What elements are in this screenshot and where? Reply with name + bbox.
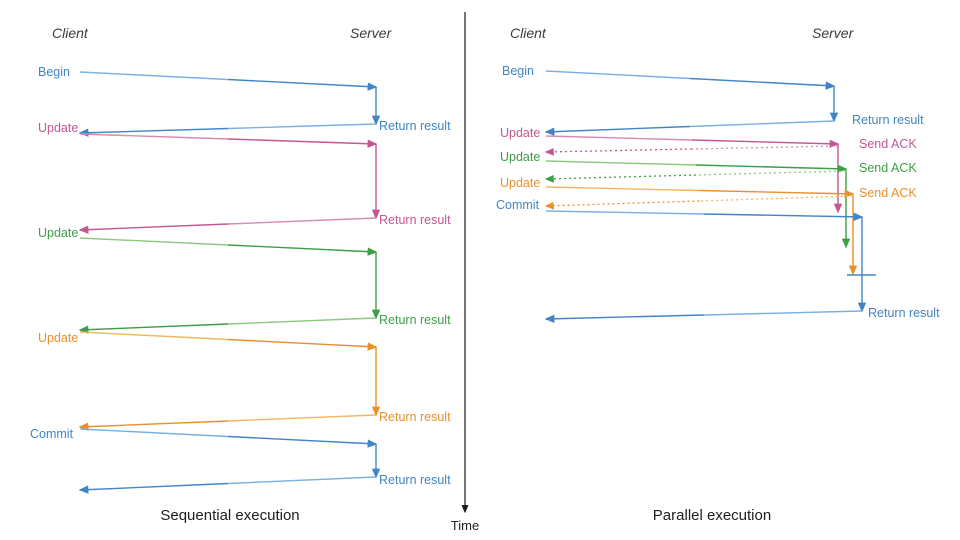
- msg-parallel-commit-response-a: [703, 310, 863, 316]
- msg-sequential-update-1-response-arrow: [78, 223, 229, 234]
- msg-parallel-update-2-request-label: Update: [500, 150, 540, 164]
- msg-sequential-commit-request-label: Commit: [30, 427, 74, 441]
- msg-sequential-begin-response-a: [227, 123, 377, 130]
- msg-sequential-update-1-response-a: [227, 217, 377, 225]
- msg-sequential-begin-request-arrow: [227, 78, 378, 91]
- msg-parallel-commit-response-arrow: [544, 314, 705, 323]
- msg-parallel-commit-response-label: Return result: [868, 306, 940, 320]
- msg-sequential-commit-request-a: [79, 428, 229, 438]
- msg-sequential-update-1-request-a: [79, 133, 229, 140]
- msg-sequential-update-2-response-arrow: [78, 323, 229, 334]
- msg-sequential-update-2-response-a: [227, 317, 377, 325]
- msg-sequential-commit-response-a: [227, 476, 377, 485]
- msg-sequential-update-2-response-label: Return result: [379, 313, 451, 327]
- msg-parallel-begin-response-label: Return result: [852, 113, 924, 127]
- msg-sequential-update-2-request-a: [79, 237, 229, 246]
- msg-parallel-update-1-request-a: [545, 135, 693, 141]
- msg-parallel-update-1-request-label: Update: [500, 126, 540, 140]
- msg-sequential-begin-response-label: Return result: [379, 119, 451, 133]
- actor-label-client-sequential: Client: [52, 25, 89, 41]
- msg-parallel-update-2-ack-arrow: [544, 174, 697, 183]
- msg-sequential-update-1-request-arrow: [227, 138, 378, 148]
- msg-parallel-update-1-ack-a: [691, 145, 839, 150]
- msg-sequential-begin-request-a: [79, 71, 229, 81]
- msg-parallel-begin-request-label: Begin: [502, 64, 534, 78]
- msg-parallel-begin-request-a: [545, 70, 691, 80]
- msg-sequential-update-1-response-label: Return result: [379, 213, 451, 227]
- actor-label-client-parallel: Client: [510, 25, 547, 41]
- actor-label-server-parallel: Server: [812, 25, 855, 41]
- msg-parallel-begin-response-a: [689, 120, 835, 128]
- msg-sequential-update-3-response-arrow: [78, 420, 229, 431]
- msg-parallel-commit-request-arrow: [703, 212, 864, 222]
- msg-sequential-update-3-request-arrow: [227, 338, 378, 351]
- msg-sequential-commit-request-arrow: [227, 435, 378, 448]
- msg-parallel-update-1-ack-arrow: [544, 147, 693, 156]
- msg-sequential-update-2-request-label: Update: [38, 226, 78, 240]
- msg-parallel-update-3-request-label: Update: [500, 176, 540, 190]
- msg-parallel-begin-request-arrow: [689, 77, 836, 90]
- msg-parallel-update-3-request-a: [545, 186, 700, 192]
- msg-parallel-update-1-response-label: Send ACK: [859, 137, 917, 151]
- msg-parallel-update-2-request-a: [545, 160, 697, 166]
- msg-sequential-begin-request-label: Begin: [38, 65, 70, 79]
- msg-parallel-update-3-response-label: Send ACK: [859, 186, 917, 200]
- msg-sequential-update-3-response-label: Return result: [379, 410, 451, 424]
- msg-sequential-update-3-request-a: [79, 331, 229, 341]
- time-axis-label: Time: [451, 518, 479, 533]
- actor-label-server-sequential: Server: [350, 25, 393, 41]
- msg-parallel-update-3-ack-arrow: [544, 200, 700, 210]
- msg-sequential-update-3-request-label: Update: [38, 331, 78, 345]
- msg-sequential-commit-response-arrow: [78, 482, 229, 494]
- msg-parallel-commit-request-label: Commit: [496, 198, 540, 212]
- msg-sequential-update-3-response-a: [227, 414, 377, 422]
- msg-parallel-update-3-ack-a: [699, 195, 854, 202]
- msg-parallel-update-2-ack-a: [695, 170, 847, 176]
- msg-sequential-commit-response-label: Return result: [379, 473, 451, 487]
- msg-parallel-update-3-request-arrow: [699, 189, 855, 199]
- msg-parallel-update-2-response-label: Send ACK: [859, 161, 917, 175]
- msg-sequential-update-2-request-arrow: [227, 244, 378, 256]
- msg-parallel-commit-request-a: [545, 210, 705, 215]
- msg-sequential-begin-response-arrow: [78, 127, 229, 137]
- msg-parallel-begin-response-arrow: [544, 125, 691, 136]
- msg-parallel-update-1-request-arrow: [691, 139, 840, 148]
- panel-caption-parallel: Parallel execution: [653, 507, 771, 524]
- msg-sequential-update-1-request-label: Update: [38, 121, 78, 135]
- panel-caption-sequential: Sequential execution: [160, 507, 299, 524]
- msg-parallel-update-2-request-arrow: [695, 164, 848, 173]
